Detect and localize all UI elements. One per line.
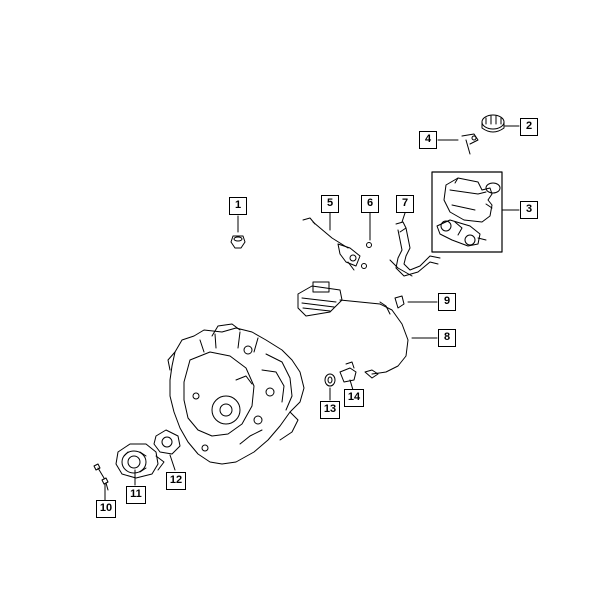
callout-4: 4 — [419, 131, 437, 149]
callout-11: 11 — [126, 486, 146, 504]
seal-drawing — [324, 373, 336, 387]
reservoir-cap-drawing — [481, 114, 505, 133]
seal-plate-drawing — [153, 429, 181, 455]
callout-6: 6 — [361, 195, 379, 213]
callout-7: 7 — [396, 195, 414, 213]
callout-2: 2 — [520, 118, 538, 136]
sensor-drawing — [302, 217, 361, 271]
retaining-clip-drawing — [461, 133, 479, 155]
callout-9: 9 — [438, 293, 456, 311]
transmission-housing-drawing — [167, 323, 305, 465]
callout-8: 8 — [438, 329, 456, 347]
bolts-drawing — [93, 463, 109, 491]
leader-line-12 — [169, 454, 176, 471]
callout-5: 5 — [321, 195, 339, 213]
bracket-drawing — [297, 281, 409, 379]
plug-drawing — [230, 235, 246, 249]
release-bearing-drawing — [115, 443, 165, 479]
callout-1: 1 — [229, 197, 247, 215]
callout-3: 3 — [520, 201, 538, 219]
callout-14: 14 — [344, 389, 364, 407]
reservoir-group-box — [431, 171, 503, 253]
fastener-drawing — [361, 242, 372, 269]
leader-line-7 — [401, 212, 406, 223]
master-cylinder-drawing — [436, 219, 487, 247]
hose-drawing — [389, 221, 441, 277]
fitting-drawing — [339, 361, 357, 383]
leader-line-14 — [349, 379, 354, 391]
callout-12: 12 — [166, 472, 186, 490]
bleeder-drawing — [394, 295, 405, 309]
callout-10: 10 — [96, 500, 116, 518]
callout-13: 13 — [320, 401, 340, 419]
clutch-reservoir-drawing — [443, 177, 501, 223]
